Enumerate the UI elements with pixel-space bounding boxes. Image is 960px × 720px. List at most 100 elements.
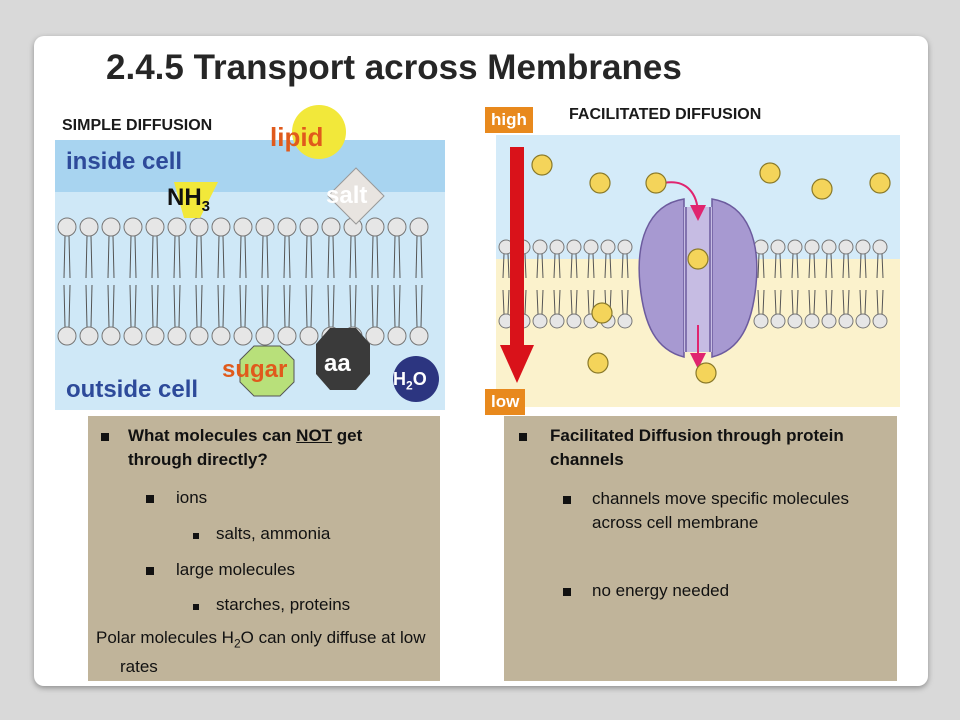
lipid-tail [195,235,198,279]
nh3-molecule [174,182,218,218]
lipid-tail [757,253,760,279]
lipid-tail [524,289,527,315]
lipid-tail [587,253,590,279]
lipid-head [123,326,143,346]
lipid-tail [762,289,765,315]
lipid-tail [881,289,884,315]
lipid-tail [85,284,88,328]
lipid-tail [779,253,782,279]
lipid-tail [156,235,159,279]
lipid-tail [354,284,357,328]
bullet-icon [193,533,199,539]
lipid-tail [541,253,544,279]
lipid-tail [239,235,242,279]
lipid-tail [626,253,629,279]
lipid-tail [502,253,505,279]
solute-particle [531,154,553,176]
lipid-tail [796,253,799,279]
lipid-head [838,313,854,329]
bullet-icon [563,496,571,504]
polar-molecules-note: Polar molecules H2O can only diffuse at … [96,628,426,677]
lipid-tail [830,253,833,279]
lipid-head [804,239,820,255]
lipid-molecule [292,105,346,159]
solute-particle [759,162,781,184]
lipid-tail [813,253,816,279]
lipid-tail [90,284,93,328]
lipid-tail [774,253,777,279]
lipid-tail [217,284,220,328]
ions-item: ions [176,488,208,507]
lipid-head [57,217,77,237]
lipid-tail [134,284,137,328]
sugar-label: sugar [222,356,288,383]
lipid-tail [332,284,335,328]
lipid-tail [587,289,590,315]
lipid-tail [68,235,71,279]
lipid-tail [420,284,423,328]
lipid-head [855,313,871,329]
lipid-head [299,217,319,237]
lipid-label: lipid [270,122,324,152]
lipid-tail [626,289,629,315]
lipid-tail [305,235,308,279]
lipid-tail [266,284,269,328]
lipid-tail [575,289,578,315]
lipid-tail [859,253,862,279]
lipid-tail [415,284,418,328]
lipid-tail [621,253,624,279]
sugar-molecule [239,345,295,397]
lipid-tail [502,289,505,315]
lipid-tail [107,235,110,279]
lipid-head [821,313,837,329]
low-concentration-tag: low [485,389,526,415]
lipid-tail [825,289,828,315]
facilitated-diffusion-label: FACILITATED DIFFUSION [569,106,762,123]
lipid-head [787,239,803,255]
solute-particle [587,352,609,374]
simple-diffusion-diagram [55,140,445,410]
lipid-head [145,326,165,346]
lipid-tail [63,284,66,328]
lipid-tail [881,253,884,279]
lipid-head [549,313,565,329]
lipid-tail [310,235,313,279]
lipid-tail [156,284,159,328]
lipid-tail [570,253,573,279]
facilitated-heading: Facilitated Diffusion through protein ch… [550,426,844,469]
lipid-tail [376,235,379,279]
lipid-tail [415,235,418,279]
lipid-head [365,217,385,237]
lipid-head [167,217,187,237]
lipid-tail [398,235,401,279]
lipid-head [549,239,565,255]
lipid-tail [371,235,374,279]
lipid-head [101,217,121,237]
lipid-tail [222,235,225,279]
solute-particle [591,302,613,324]
solute-particle [589,172,611,194]
bullet-icon [146,567,154,575]
lipid-head [79,217,99,237]
lipid-tail [808,289,811,315]
lipid-tail [217,235,220,279]
simple-diffusion-label: SIMPLE DIFFUSION [62,117,213,134]
lipid-tail [85,235,88,279]
lipid-head [566,239,582,255]
lipid-tail [195,284,198,328]
lipid-tail [261,284,264,328]
amino-acid-molecule [316,328,370,390]
lipid-tail [305,284,308,328]
bullet-icon [563,588,571,596]
salt-molecule [327,167,385,225]
lipid-tail [178,235,181,279]
lipid-head [101,326,121,346]
lipid-tail [507,253,510,279]
lipid-head [277,217,297,237]
lipid-head [233,217,253,237]
lipid-head [770,313,786,329]
large-molecules-item: large molecules [176,560,296,579]
lipid-head [855,239,871,255]
lipid-head [872,239,888,255]
lipid-tail [842,253,845,279]
